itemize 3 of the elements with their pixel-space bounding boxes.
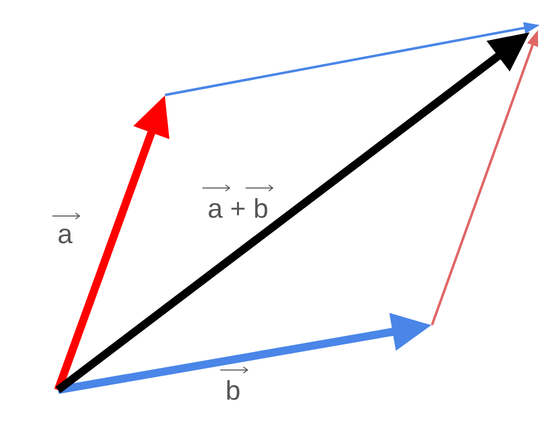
vector-label: a (52, 212, 80, 244)
vector-label: a + b (202, 184, 274, 218)
vector-label: b (220, 366, 248, 400)
